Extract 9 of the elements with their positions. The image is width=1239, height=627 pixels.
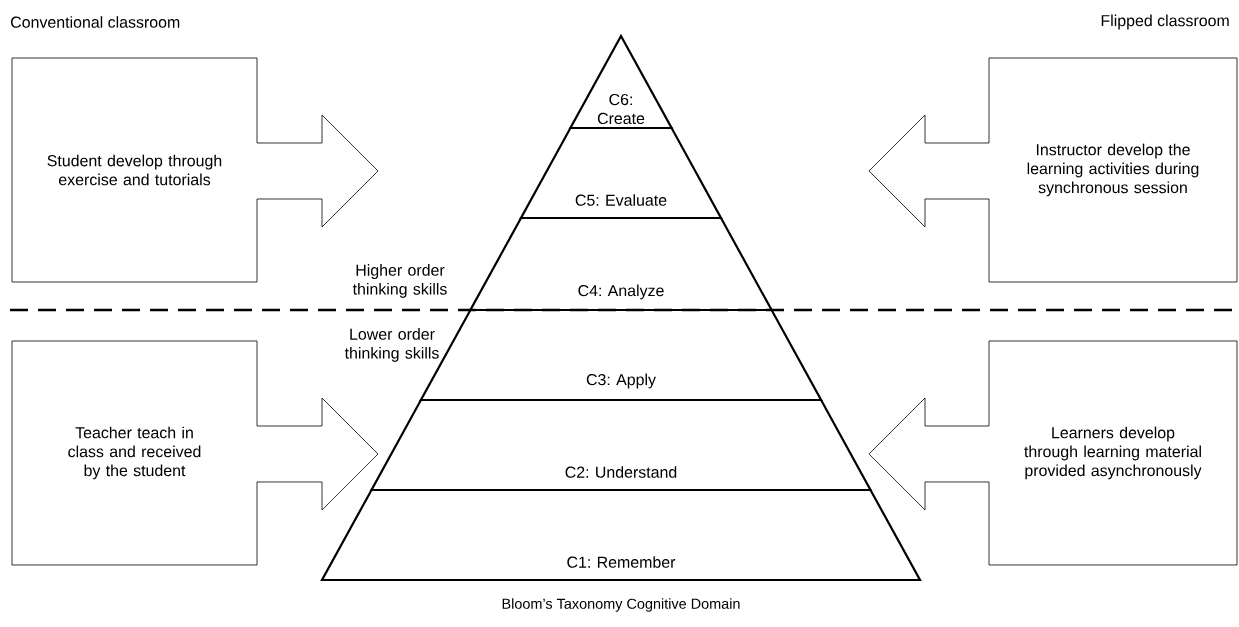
pyramid-level: C5: Evaluate — [519, 126, 723, 220]
arrow-callout: Instructor develop the learning activities during synchronous session — [868, 57, 1238, 283]
note: Higher order thinking skills — [352, 264, 447, 298]
caption: Bloom’s Taxonomy Cognitive Domain — [502, 598, 740, 612]
heading: Conventional classroom — [11, 16, 180, 28]
pyramid-level: C1: Remember — [320, 488, 922, 582]
note: Lower order thinking skills — [344, 328, 439, 362]
heading: Flipped classroom — [1101, 14, 1229, 30]
arrow-callout: Learners develop through learning material provided asynchronously — [868, 340, 1238, 566]
